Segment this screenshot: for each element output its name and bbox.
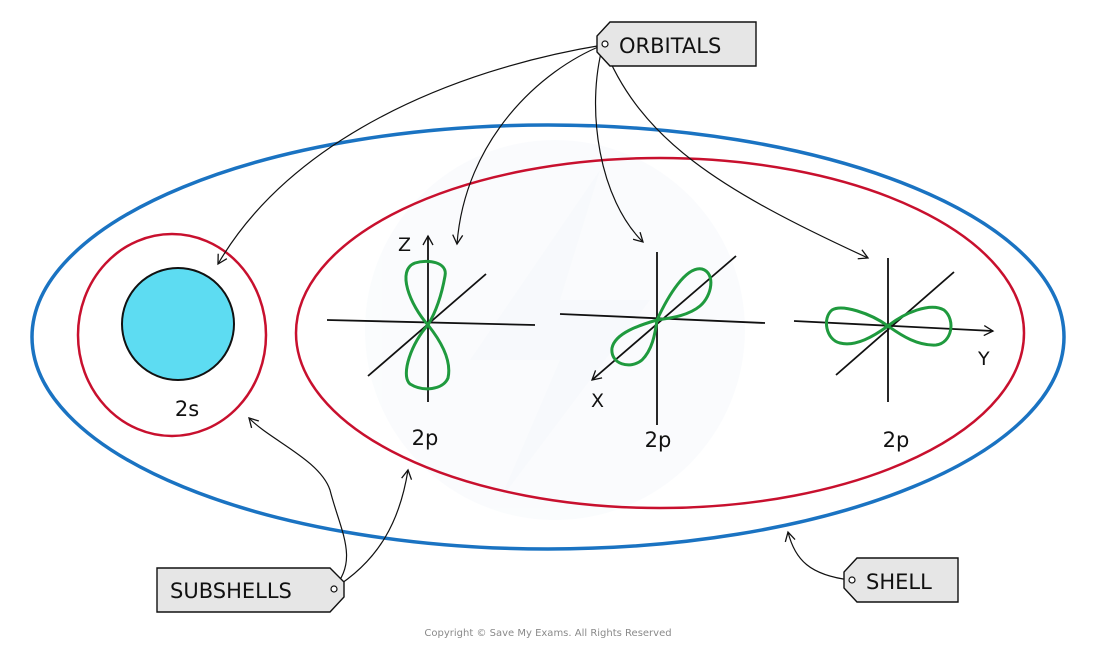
subshell-label-2s: 2s xyxy=(175,397,199,421)
x-axis-label: X xyxy=(591,390,604,412)
subshell-label-2p-x: 2p xyxy=(645,428,672,452)
pz-upper-lobe xyxy=(404,259,447,328)
subshell-2s-ellipse xyxy=(76,232,268,438)
y-axis-label: Y xyxy=(977,348,990,370)
orbitals-tag-hole xyxy=(601,40,609,48)
py-diagonal-axis xyxy=(835,271,955,376)
py-right-lobe xyxy=(885,305,953,347)
shell-ellipse xyxy=(30,123,1066,551)
subshells-connector-arrows xyxy=(248,417,413,590)
subshells-tag-label: SUBSHELLS xyxy=(170,579,292,603)
shell-tag-label: SHELL xyxy=(866,570,932,594)
subshells-tag: SUBSHELLS xyxy=(156,567,345,613)
s-orbital-sphere xyxy=(121,267,235,381)
pz-lower-lobe xyxy=(404,322,451,391)
z-axis-label: Z xyxy=(398,234,411,256)
subshell-2p-ellipse xyxy=(294,156,1026,510)
py-left-lobe xyxy=(824,306,891,346)
px-upper-lobe xyxy=(654,267,713,322)
orbitals-connector-arrows xyxy=(217,44,870,266)
copyright-notice: Copyright © Save My Exams. All Rights Re… xyxy=(424,628,671,639)
pz-orbital: Z xyxy=(326,234,536,402)
shell-tag-hole xyxy=(848,576,856,584)
subshell-label-2p-y: 2p xyxy=(883,428,910,452)
orbitals-tag-label: ORBITALS xyxy=(619,34,721,58)
subshells-tag-hole xyxy=(330,585,338,593)
px-orbital: X xyxy=(559,252,766,425)
px-lower-lobe xyxy=(610,317,659,367)
shell-tag: SHELL xyxy=(843,557,959,603)
shell-connector-arrow xyxy=(784,530,851,581)
orbitals-tag: ORBITALS xyxy=(596,21,757,67)
subshell-label-2p-z: 2p xyxy=(412,426,439,450)
py-orbital: Y xyxy=(793,258,995,402)
